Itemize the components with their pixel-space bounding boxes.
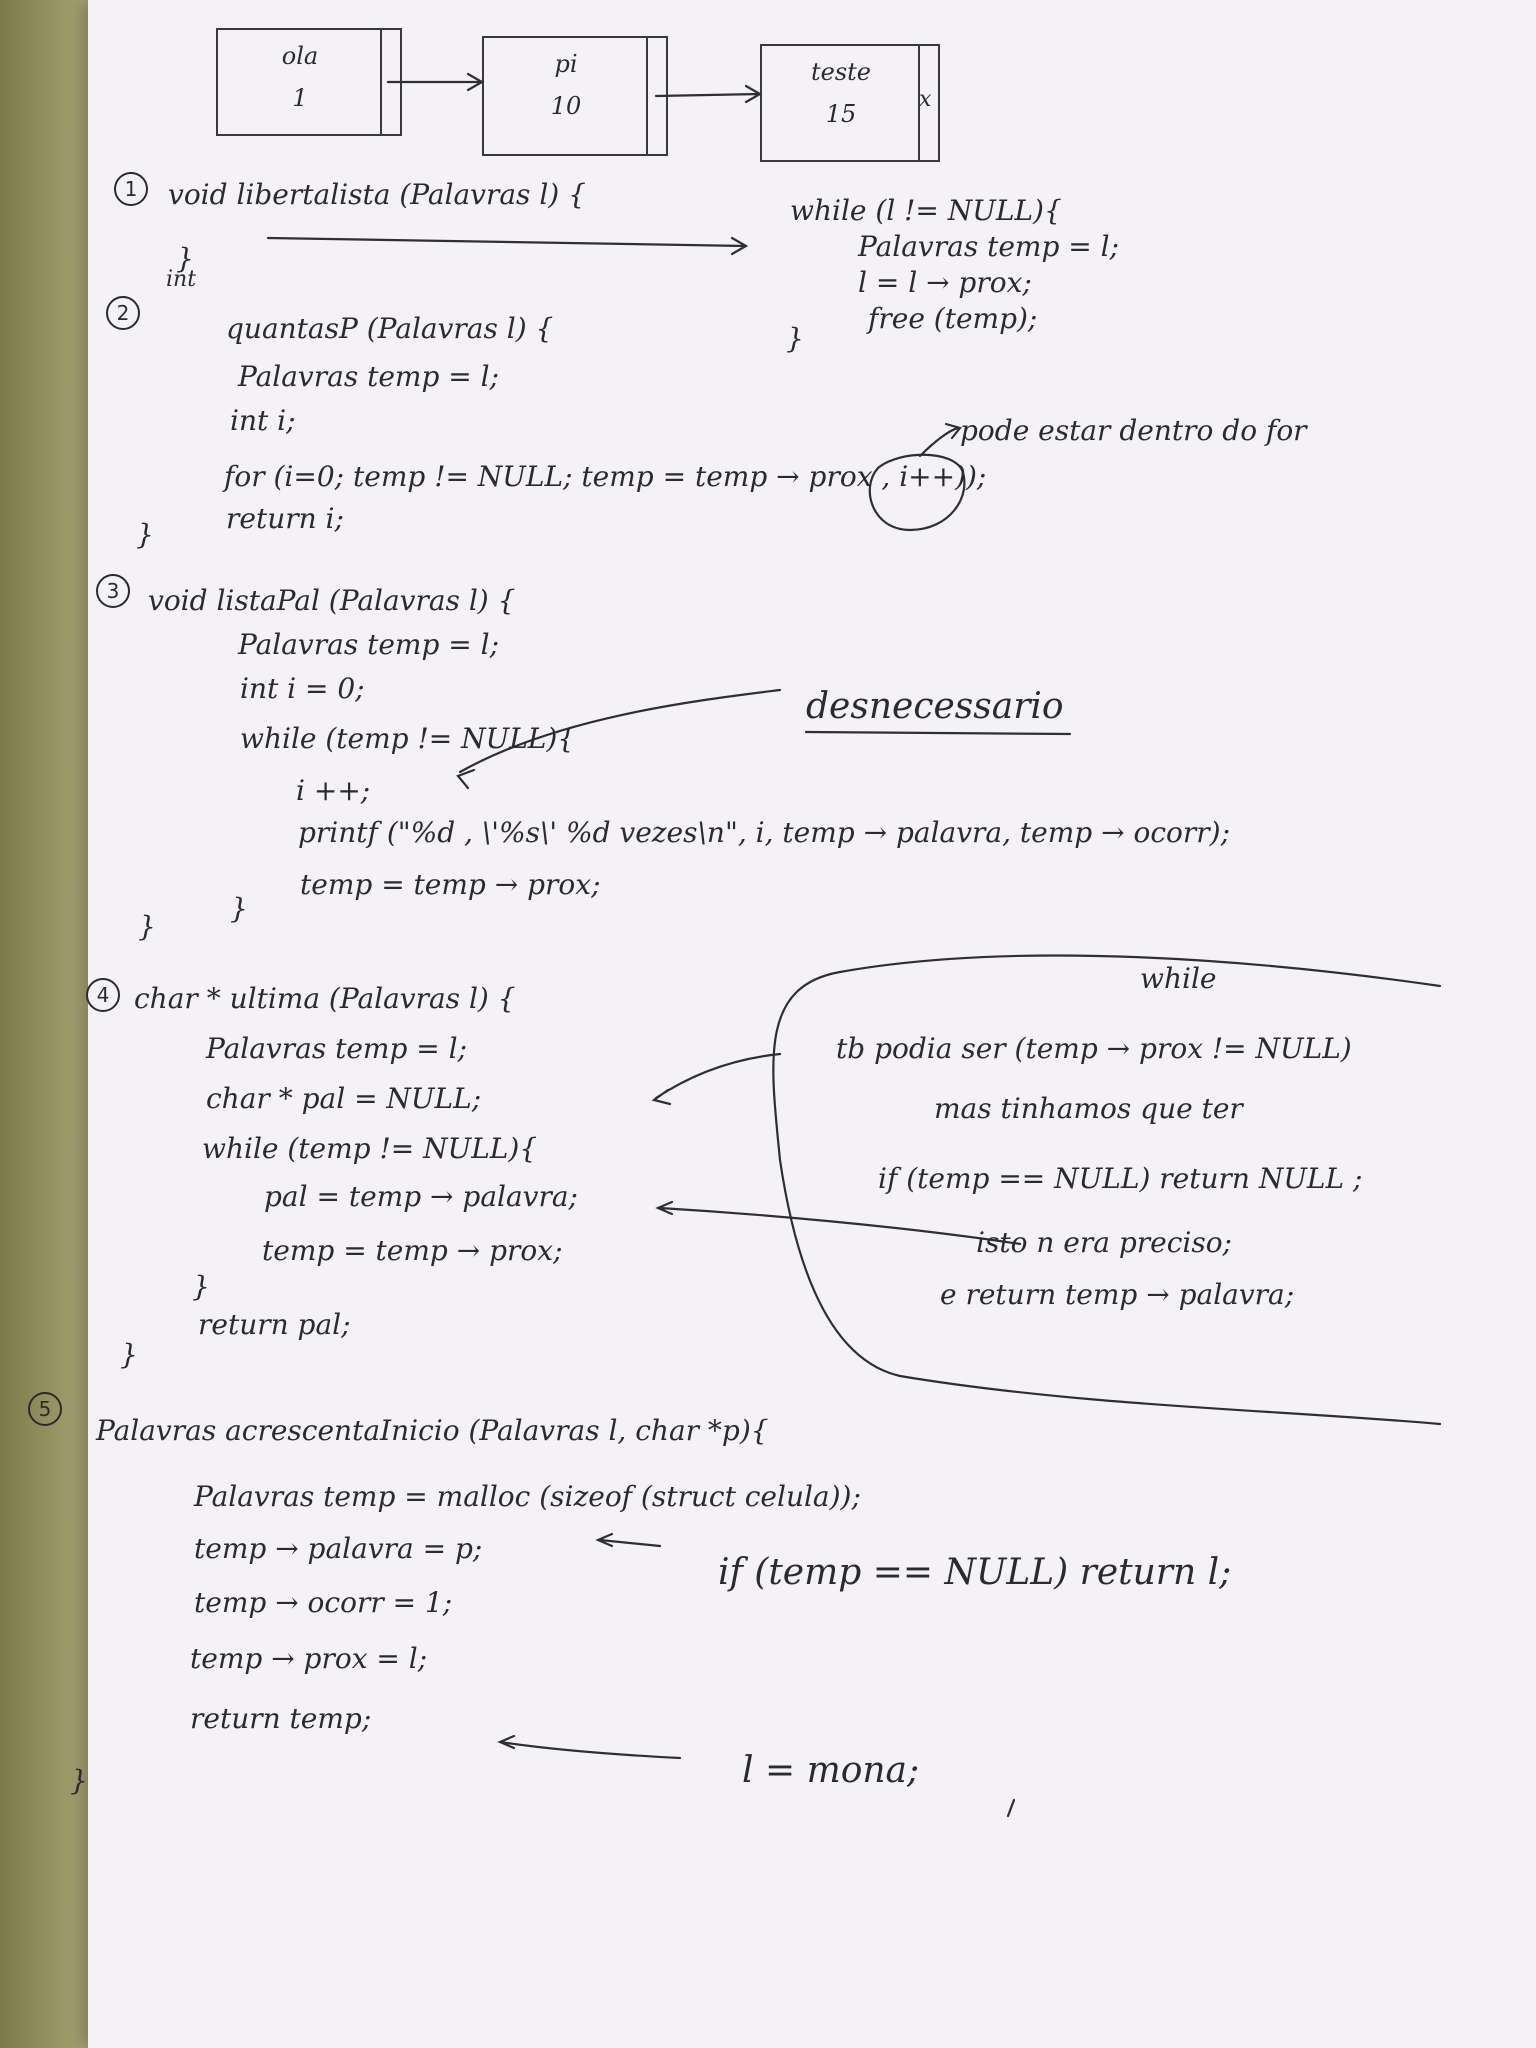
section-3-line-4: i ++; — [296, 774, 371, 807]
section-5-line-5: return temp; — [190, 1702, 372, 1735]
node-count: 10 — [550, 92, 582, 120]
section-5-note-if: if (temp == NULL) return l; — [718, 1552, 1232, 1593]
node-count: 15 — [825, 100, 857, 128]
section-4-note-line-4: if (temp == NULL) return NULL ; — [878, 1162, 1363, 1195]
free-loop-line-3: l = l → prox; — [858, 266, 1032, 299]
section-4-line-1: Palavras temp = l; — [206, 1032, 468, 1065]
section-3-line-6: temp = temp → prox; — [300, 868, 601, 901]
section-4-return: return pal; — [198, 1308, 351, 1341]
section-3-line-1: Palavras temp = l; — [238, 628, 500, 661]
section-4-note-line-1: while — [1140, 962, 1217, 995]
node-word: teste — [810, 58, 871, 86]
section-4-note-line-3: mas tinhamos que ter — [934, 1092, 1243, 1125]
section-5-close: } — [70, 1764, 88, 1797]
node-pointer-cell — [646, 38, 666, 154]
node-pointer-cell — [918, 46, 938, 160]
section-3-number: 3 — [96, 574, 130, 608]
section-3-line-2: int i = 0; — [240, 672, 365, 705]
section-3-close: } — [138, 910, 156, 943]
section-2-note: pode estar dentro do for — [960, 414, 1307, 447]
section-3-note: desnecessario — [806, 686, 1064, 727]
section-5-line-4: temp → prox = l; — [190, 1642, 428, 1675]
section-1-number: 1 — [114, 172, 148, 206]
list-node-1: ola 1 — [216, 28, 402, 136]
section-2-type-fix: int — [166, 267, 197, 292]
section-2-line-1: Palavras temp = l; — [238, 360, 500, 393]
list-node-2: pi 10 — [482, 36, 668, 156]
section-4-header: char * ultima (Palavras l) { — [134, 982, 516, 1015]
section-4-line-2: char * pal = NULL; — [206, 1082, 482, 1115]
section-4-note-line-6: e return temp → palavra; — [940, 1278, 1295, 1311]
paper-sheet — [88, 0, 1536, 2048]
null-mark: x — [919, 87, 932, 112]
list-node-3: teste 15 — [760, 44, 940, 162]
node-word: ola — [281, 42, 319, 70]
section-3-header: void listaPal (Palavras l) { — [148, 584, 516, 617]
section-2-close: } — [136, 518, 154, 551]
free-loop-line-2: Palavras temp = l; — [858, 230, 1120, 263]
section-2-line-4: return i; — [226, 502, 344, 535]
section-5-line-2: temp → palavra = p; — [194, 1532, 483, 1565]
section-4-note-line-5: isto n era preciso; — [976, 1226, 1232, 1259]
section-4-inner-close: } — [192, 1270, 210, 1303]
section-5-note-l: l = mona; — [742, 1750, 920, 1791]
section-5-line-3: temp → ocorr = 1; — [194, 1586, 453, 1619]
section-4-close: } — [120, 1338, 138, 1371]
free-loop-line-1: while (l != NULL){ — [790, 194, 1062, 227]
section-5-line-1: Palavras temp = malloc (sizeof (struct c… — [194, 1480, 861, 1513]
section-4-line-5: temp = temp → prox; — [262, 1234, 563, 1267]
section-3-line-3: while (temp != NULL){ — [240, 722, 576, 755]
free-loop-line-4: free (temp); — [868, 302, 1038, 335]
section-3-line-5: printf ("%d , \'%s\' %d vezes\n", i, tem… — [298, 816, 1230, 849]
section-2-line-2: int i; — [230, 404, 296, 437]
section-2-line-3: for (i=0; temp != NULL; temp = temp → pr… — [224, 460, 987, 493]
section-4-note-line-2: tb podia ser (temp → prox != NULL) — [836, 1032, 1352, 1065]
section-1-close: } — [176, 242, 194, 275]
section-3-inner-close: } — [230, 892, 248, 925]
section-2-header: quantasP (Palavras l) { — [226, 312, 554, 345]
node-pointer-cell — [380, 30, 400, 134]
section-4-line-4: pal = temp → palavra; — [264, 1180, 578, 1213]
section-4-number: 4 — [86, 978, 120, 1012]
section-1-header: void libertalista (Palavras l) { — [168, 178, 586, 211]
section-4-line-3: while (temp != NULL){ — [202, 1132, 538, 1165]
section-2-number: 2 — [106, 296, 140, 330]
section-5-header: Palavras acrescentaInicio (Palavras l, c… — [96, 1414, 769, 1447]
node-count: 1 — [292, 84, 308, 112]
section-5-number: 5 — [28, 1392, 62, 1426]
node-word: pi — [554, 50, 578, 78]
free-loop-close: } — [786, 322, 804, 355]
